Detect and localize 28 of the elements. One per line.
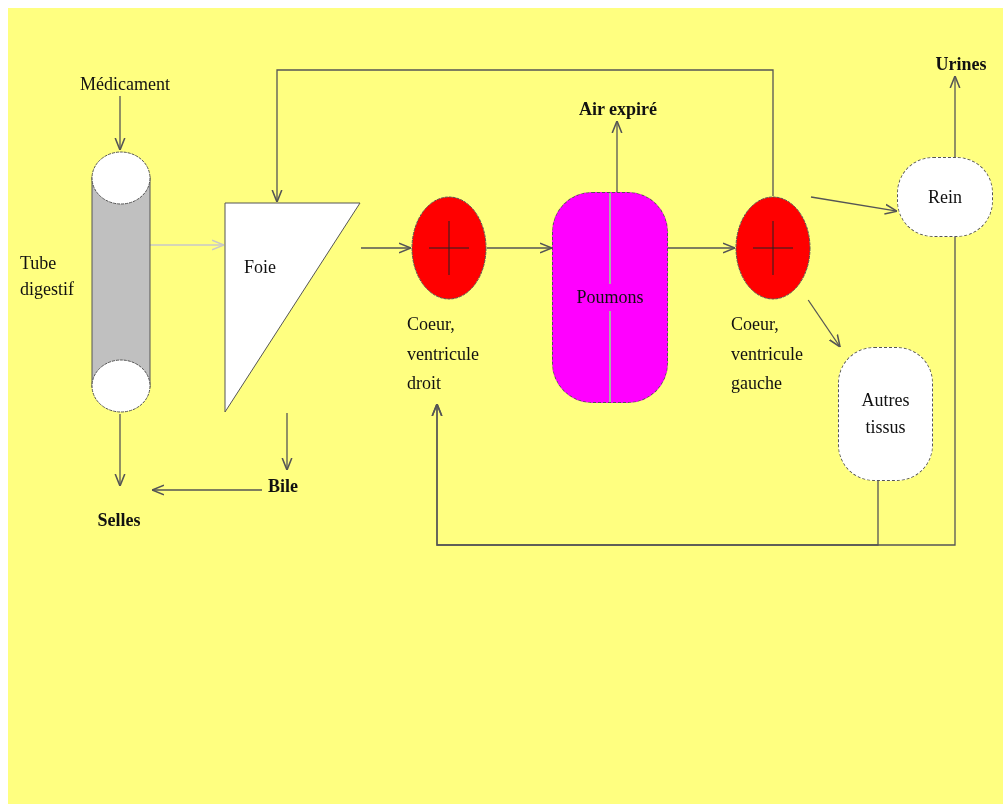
arrow xyxy=(360,242,412,254)
node-label: Coeur, ventricule droit xyxy=(407,313,480,396)
node-label: Tube digestif xyxy=(20,252,75,302)
arrow xyxy=(949,75,961,158)
arrow xyxy=(151,484,263,496)
node-label: Autres tissus xyxy=(860,389,911,439)
arrow xyxy=(281,412,293,471)
flow-label: Médicament xyxy=(80,72,170,96)
organ-box xyxy=(838,347,933,481)
arrow xyxy=(810,196,898,215)
arrow xyxy=(667,242,736,254)
arrow xyxy=(114,95,126,151)
arrow xyxy=(114,413,126,487)
flow-label: Selles xyxy=(97,508,141,532)
node-label: Foie xyxy=(244,256,276,279)
node-label: Rein xyxy=(927,185,963,209)
node-label: Coeur, ventricule gauche xyxy=(731,313,804,396)
flow-label: Air expiré xyxy=(578,97,658,121)
flow-label: Bile xyxy=(268,474,298,498)
arrow xyxy=(486,242,553,254)
arrow xyxy=(431,403,879,546)
node-label: Poumons xyxy=(574,284,646,311)
arrow xyxy=(611,120,623,193)
flow-label: Urines xyxy=(935,52,987,76)
lung-box xyxy=(552,192,668,403)
arrow xyxy=(149,239,225,251)
arrow xyxy=(271,69,774,203)
arrow xyxy=(807,299,841,348)
